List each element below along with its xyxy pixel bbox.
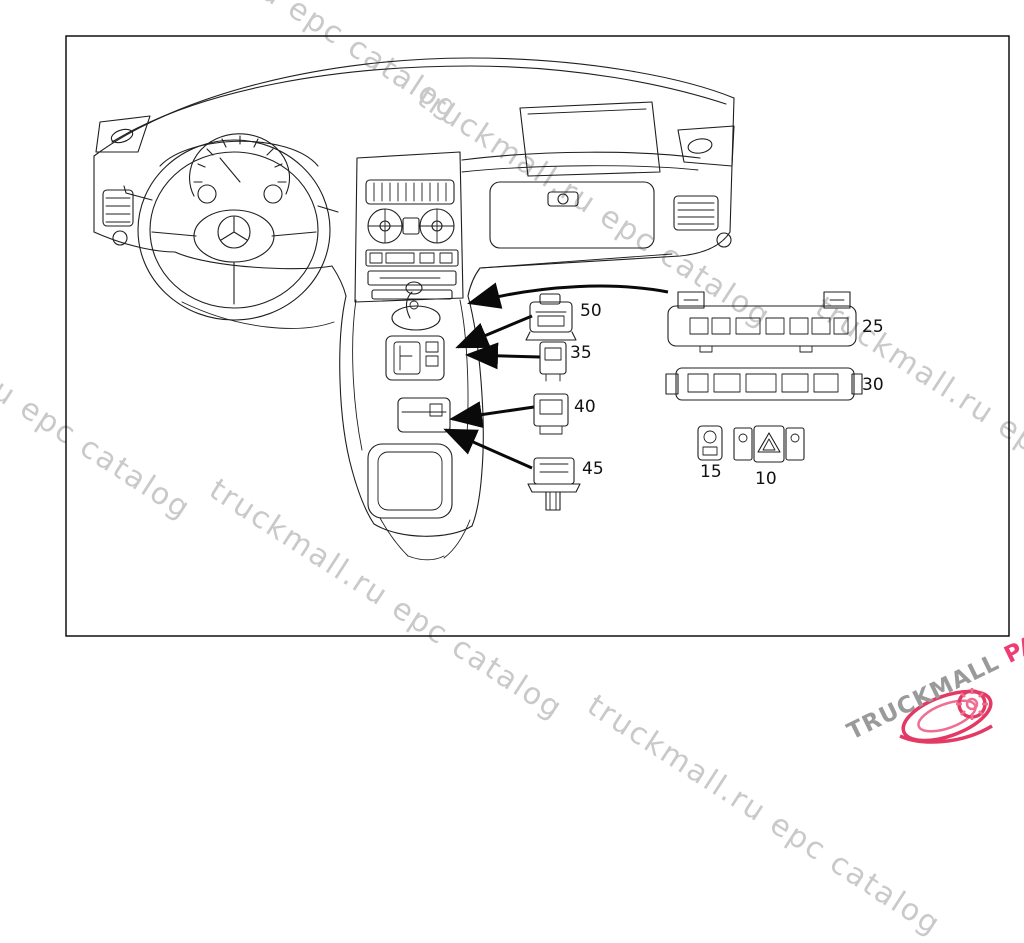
- part-30-illustration: [665, 367, 863, 401]
- gear-shifter: [391, 281, 441, 331]
- callout-arrow-40: [449, 401, 535, 429]
- glovebox: [489, 181, 655, 249]
- diagram-border: [65, 35, 1010, 637]
- ashtray-panel: [397, 397, 451, 433]
- passenger-dash: [461, 101, 732, 269]
- part-25-label: 25: [862, 317, 884, 337]
- callout-arrow-50: [455, 314, 533, 349]
- steering-wheel: [137, 139, 331, 321]
- part-30-label: 30: [862, 375, 884, 395]
- part-10-label: 10: [755, 469, 777, 489]
- right-air-vent: [673, 195, 732, 248]
- part-50-illustration: [525, 293, 577, 341]
- part-35-label: 35: [570, 343, 592, 363]
- part-15-illustration: [697, 425, 723, 461]
- mercedes-star-icon: [217, 215, 251, 249]
- part-15-label: 15: [700, 462, 722, 482]
- parts-diagram: 50 35 40 45 25: [65, 35, 1024, 745]
- hazard-triangle-icon: [757, 432, 781, 453]
- center-console: [339, 281, 484, 561]
- callout-arrow-45: [443, 428, 533, 470]
- callout-arrow-35: [465, 342, 541, 370]
- callout-arrow-25: [467, 282, 669, 309]
- part-10-illustration: [733, 425, 805, 463]
- part-50-label: 50: [580, 301, 602, 321]
- part-40-label: 40: [574, 397, 596, 417]
- part-40-illustration: [533, 393, 569, 435]
- part-35-illustration: [539, 341, 567, 382]
- part-45-illustration: [527, 457, 581, 511]
- shift-gate-panel: [385, 335, 445, 381]
- logo-brand-pink: PARTS: [1000, 607, 1024, 668]
- center-stack: [354, 151, 464, 303]
- gear-wheel-icon: [899, 688, 993, 744]
- truckmall-logo: TRUCKMALL PARTS: [843, 607, 1024, 745]
- truckmall-logo-text: TRUCKMALL PARTS: [843, 607, 1024, 745]
- armrest: [367, 443, 453, 519]
- part-25-illustration: [667, 291, 857, 353]
- part-45-label: 45: [582, 459, 604, 479]
- dashboard-illustration: [93, 57, 735, 329]
- callout-arrows: [443, 282, 669, 470]
